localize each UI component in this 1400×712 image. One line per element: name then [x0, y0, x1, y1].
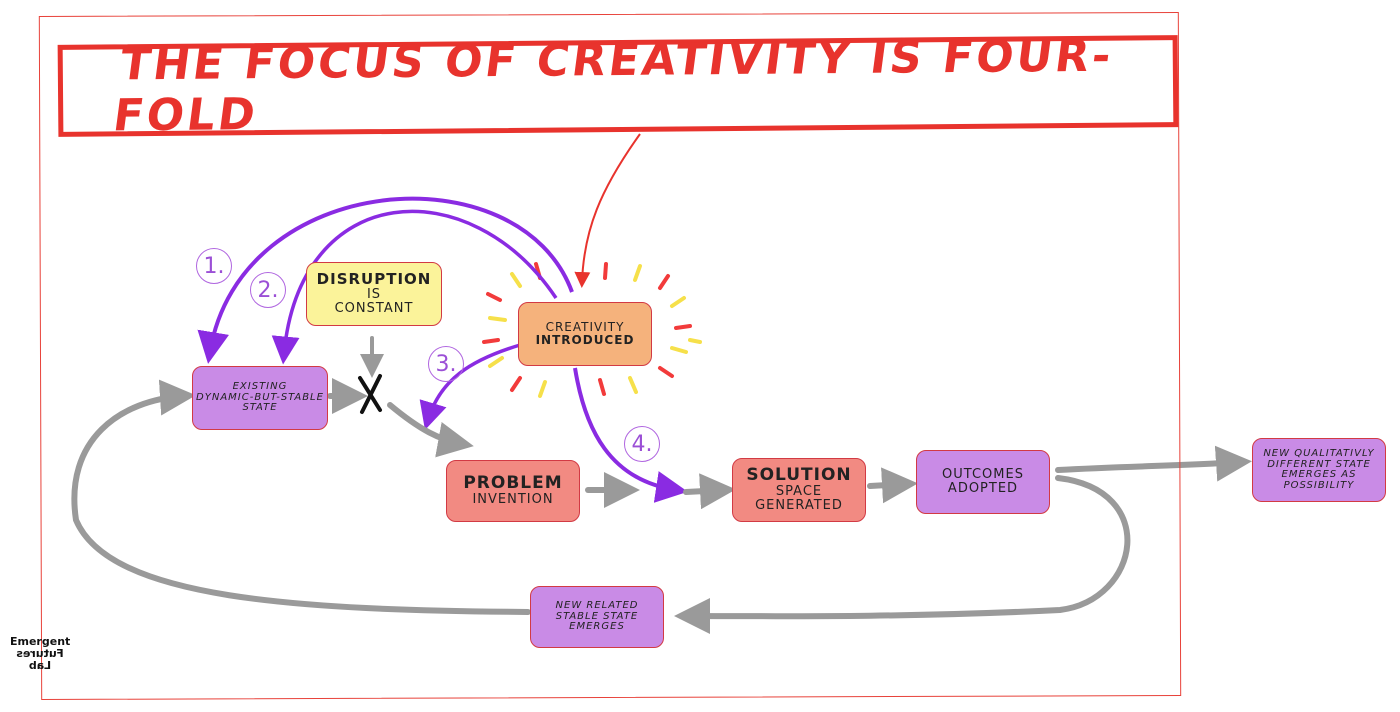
node-new-related-state: New Related Stable State Emerges	[530, 586, 664, 648]
node-line: Emerges as	[1281, 469, 1357, 480]
node-line: Introduced	[535, 333, 635, 347]
step-number-3: 3.	[428, 346, 464, 382]
disruption-x-mark	[358, 374, 382, 414]
node-line: Disruption	[316, 270, 432, 289]
step-number-1: 1.	[196, 248, 232, 284]
step-number-4: 4.	[624, 426, 660, 462]
node-line: Creativity	[545, 320, 625, 335]
node-line: Possibility	[1283, 479, 1355, 491]
node-creativity: Creativity Introduced	[518, 302, 652, 366]
creativity-burst	[482, 262, 702, 398]
step-number-2: 2.	[250, 272, 286, 308]
node-line: Adopted	[947, 481, 1019, 496]
node-line: Outcomes	[942, 467, 1024, 483]
page-title: The Focus of Creativity is Four-Fold	[110, 30, 1117, 142]
node-line: is	[366, 287, 382, 303]
node-line: Space	[775, 484, 823, 500]
node-line: Invention	[472, 492, 554, 508]
node-line: Solution	[746, 465, 852, 486]
node-outcomes: Outcomes Adopted	[916, 450, 1050, 514]
node-line: Dynamic-but-stable	[196, 391, 324, 403]
node-line: Existing	[232, 381, 288, 393]
node-line: Problem	[463, 473, 563, 494]
node-line: New Related	[555, 600, 639, 612]
node-new-qualitative-state: New Qualitativly Different State Emerges…	[1252, 438, 1386, 502]
node-line: New Qualitativly	[1263, 448, 1375, 459]
node-line: Stable State	[555, 610, 639, 622]
node-disruption: Disruption is constant	[306, 262, 442, 326]
node-existing-state: Existing Dynamic-but-stable State	[192, 366, 328, 430]
logo-line: Emergent	[10, 635, 71, 648]
node-line: Generated	[755, 497, 843, 513]
node-solution: Solution Space Generated	[732, 458, 866, 522]
logo-line-mirrored: Lab	[28, 659, 52, 672]
emergent-futures-lab-logo: Emergent Futures Lab	[10, 635, 71, 673]
node-problem: Problem Invention	[446, 460, 580, 522]
node-line: constant	[334, 300, 414, 316]
node-line: Emerges	[569, 621, 625, 633]
node-line: Different State	[1267, 458, 1371, 470]
title-banner: The Focus of Creativity is Four-Fold	[57, 31, 1179, 141]
node-line: State	[242, 402, 278, 414]
